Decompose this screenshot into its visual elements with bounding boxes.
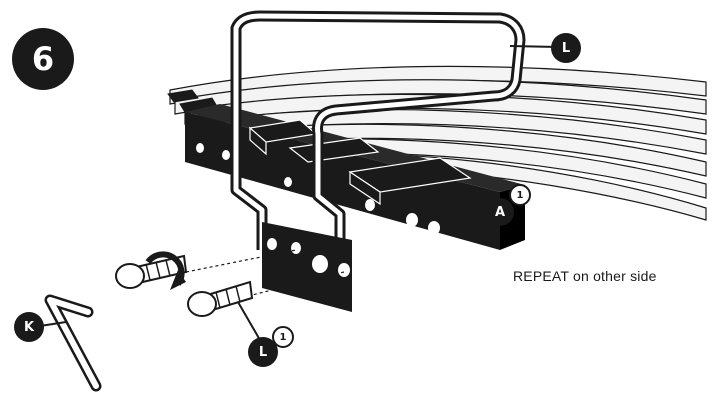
callout-leader (237, 301, 261, 341)
callout-letter: K (14, 312, 44, 342)
step-number-badge: 6 (12, 28, 74, 90)
callout-leader (40, 321, 67, 327)
callout-quantity: 1 (509, 184, 531, 206)
bolt-upper (115, 254, 188, 289)
callout-letter: A (486, 198, 514, 226)
bracket-wire (230, 10, 526, 250)
allen-wrench (44, 294, 102, 392)
bolt-lower (187, 280, 254, 317)
repeat-instruction: REPEAT on other side (513, 268, 657, 284)
bracket-plate (262, 222, 352, 312)
rotation-arrow-icon (145, 251, 186, 290)
callout-leader (510, 45, 559, 48)
callout-letter: L (551, 33, 581, 63)
side-rail (185, 104, 525, 250)
callout-quantity: 1 (272, 326, 294, 348)
guide-lines (185, 249, 345, 297)
